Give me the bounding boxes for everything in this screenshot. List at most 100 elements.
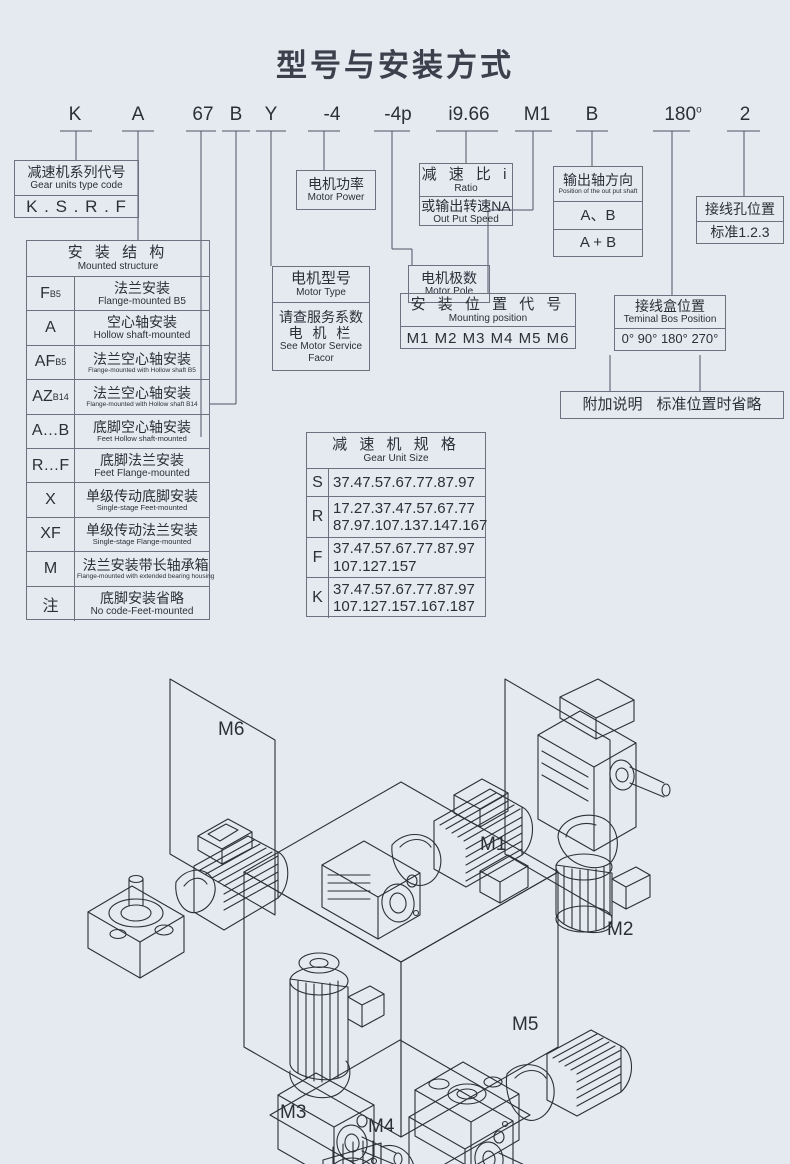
ratio-alt-cn: 或输出转速NA: [421, 198, 511, 215]
terminal-box-en: Teminal Bos Position: [623, 314, 717, 326]
row-en: Flange-mounted with extended bearing hou…: [77, 573, 215, 581]
row-values: 37.47.57.67.77.87.97: [333, 540, 475, 558]
gear-unit-size-en: Gear Unit Size: [363, 453, 429, 465]
motor-pole-en: Motor Pole: [424, 286, 474, 298]
ratio-cn: 减 速 比 i: [421, 165, 511, 183]
row-cn: 底脚安装省略: [100, 589, 184, 606]
motor-type-en: Motor Type: [296, 287, 346, 299]
row-cn: 底脚法兰安装: [100, 451, 184, 468]
output-shaft-value-1: A、B: [580, 206, 616, 224]
row-cn: 单级传动底脚安装: [86, 487, 198, 504]
output-shaft-value-2: A + B: [579, 234, 617, 252]
code-token-motor-pole: -4p: [384, 104, 412, 125]
code-token-mount: A: [131, 104, 145, 125]
table-row: R…F 底脚法兰安装 Feet Flange-mounted: [27, 448, 209, 484]
row-en: No code-Feet-mounted: [90, 606, 194, 617]
row-values: 37.47.57.67.77.87.97: [333, 473, 475, 491]
mount-label-m4: M4: [368, 1116, 395, 1137]
row-en: Hollow shaft-mounted: [93, 330, 191, 342]
code-token-out-shaft: B: [585, 104, 599, 125]
mount-label-m1: M1: [480, 834, 506, 855]
box-series-code: 减速机系列代号 Gear units type code K . S . R .…: [14, 160, 139, 218]
row-cn: 空心轴安装: [107, 314, 177, 331]
terminal-box-values: 0° 90° 180° 270°: [621, 331, 719, 347]
box-ratio: 减 速 比 i Ratio 或输出转速NA Out Put Speed: [419, 163, 513, 226]
code-token-size: 67: [192, 104, 214, 125]
motor-type-note-cn-2: 电 机 栏: [288, 325, 354, 341]
box-cable-hole-position: 接线孔位置 标准1.2.3: [696, 196, 784, 244]
row-cn: 法兰空心轴安装: [93, 385, 191, 402]
box-motor-power: 电机功率 Motor Power: [296, 170, 376, 210]
mounting-position-en: Mounting position: [448, 312, 528, 324]
row-en: Flange-mounted B5: [98, 295, 186, 307]
table-row: X 单级传动底脚安装 Single-stage Feet-mounted: [27, 483, 209, 518]
box-gear-unit-size: 减 速 机 规 格 Gear Unit Size S 37.47.57.67.7…: [306, 432, 488, 618]
code-token-motor-type: Y: [264, 104, 278, 125]
table-row: 注 底脚安装省略 No code-Feet-mounted: [27, 586, 209, 621]
table-row: M 法兰安装带长轴承箱 Flange-mounted with extended…: [27, 552, 214, 587]
mounting-position-values: M1 M2 M3 M4 M5 M6: [406, 330, 570, 347]
row-values: 37.47.57.67.77.87.97: [333, 580, 475, 598]
series-code-en: Gear units type code: [30, 180, 123, 192]
table-row: F 37.47.57.67.77.87.97 107.127.157: [307, 538, 485, 578]
code-token-cable-hole: 2: [739, 104, 751, 125]
row-code: X: [27, 483, 75, 517]
row-en: Flange-mounted with Hollow shaft B14: [86, 401, 198, 409]
row-code: F: [307, 538, 329, 577]
box-mounting-position: 安 装 位 置 代 号 Mounting position M1 M2 M3 M…: [400, 293, 576, 349]
box-extra-note: 附加说明 标准位置时省略: [560, 391, 784, 419]
row-values: 87.97.107.137.147.167: [333, 517, 488, 534]
row-code: K: [307, 578, 329, 618]
output-shaft-en: Position of the out put shaft: [558, 188, 638, 196]
table-row: R 17.27.37.47.57.67.77 87.97.107.137.147…: [307, 497, 488, 538]
mounted-structure-cn: 安 装 结 构: [67, 244, 169, 262]
mounting-position-cn: 安 装 位 置 代 号: [410, 295, 566, 313]
gear-unit-size-cn: 减 速 机 规 格: [332, 436, 460, 454]
box-motor-pole: 电机极数 Motor Pole: [408, 265, 490, 303]
row-code: S: [307, 469, 329, 496]
ratio-en: Ratio: [454, 182, 478, 194]
terminal-box-cn: 接线盒位置: [635, 298, 705, 315]
code-token-shaft-dir: B: [229, 104, 243, 125]
row-en: Single-stage Flange-mounted: [92, 537, 192, 547]
row-cn: 法兰空心轴安装: [93, 350, 191, 367]
extra-note-cn-1: 附加说明: [582, 396, 643, 414]
page-title: 型号与安装方式: [276, 48, 514, 83]
code-token-ratio: i9.66: [448, 104, 490, 125]
leader-lines: [60, 130, 760, 437]
motor-type-note-en-1: See Motor Service: [279, 341, 363, 353]
table-row: A 空心轴安装 Hollow shaft-mounted: [27, 311, 209, 346]
extra-note-cn-2: 标准位置时省略: [656, 396, 762, 414]
cable-hole-values: 标准1.2.3: [710, 224, 770, 241]
ratio-alt-en: Out Put Speed: [433, 214, 499, 226]
row-en: Flange-mounted with Hollow shaft B5: [88, 366, 196, 374]
row-cn: 法兰安装带长轴承箱: [82, 557, 209, 574]
code-token-terminal-box: 180o: [664, 104, 702, 125]
cable-hole-cn: 接线孔位置: [705, 200, 775, 217]
row-code: M: [27, 552, 75, 586]
row-en: Feet Flange-mounted: [94, 467, 190, 479]
row-values: 17.27.37.47.57.67.77: [333, 499, 475, 517]
row-values: 107.127.157.167.187: [333, 598, 475, 615]
row-cn: 单级传动法兰安装: [86, 522, 198, 539]
table-row: S 37.47.57.67.77.87.97: [307, 469, 485, 497]
series-code-values: K . S . R . F: [26, 197, 127, 216]
mount-label-m3: M3: [280, 1102, 306, 1123]
mounting-position-diagram: M6: [87, 678, 671, 1164]
code-token-motor-power: -4: [323, 104, 341, 125]
mount-label-m6: M6: [218, 719, 244, 740]
row-values: 107.127.157: [333, 557, 417, 575]
row-code: R…F: [27, 448, 75, 483]
row-code: 注: [27, 586, 75, 621]
code-token-mount-pos: M1: [523, 104, 551, 125]
motor-power-en: Motor Power: [307, 192, 365, 204]
mount-label-m2: M2: [607, 919, 633, 940]
table-row: A…B 底脚空心轴安装 Feet Hollow shaft-mounted: [27, 414, 209, 449]
mount-label-m5: M5: [512, 1014, 538, 1035]
